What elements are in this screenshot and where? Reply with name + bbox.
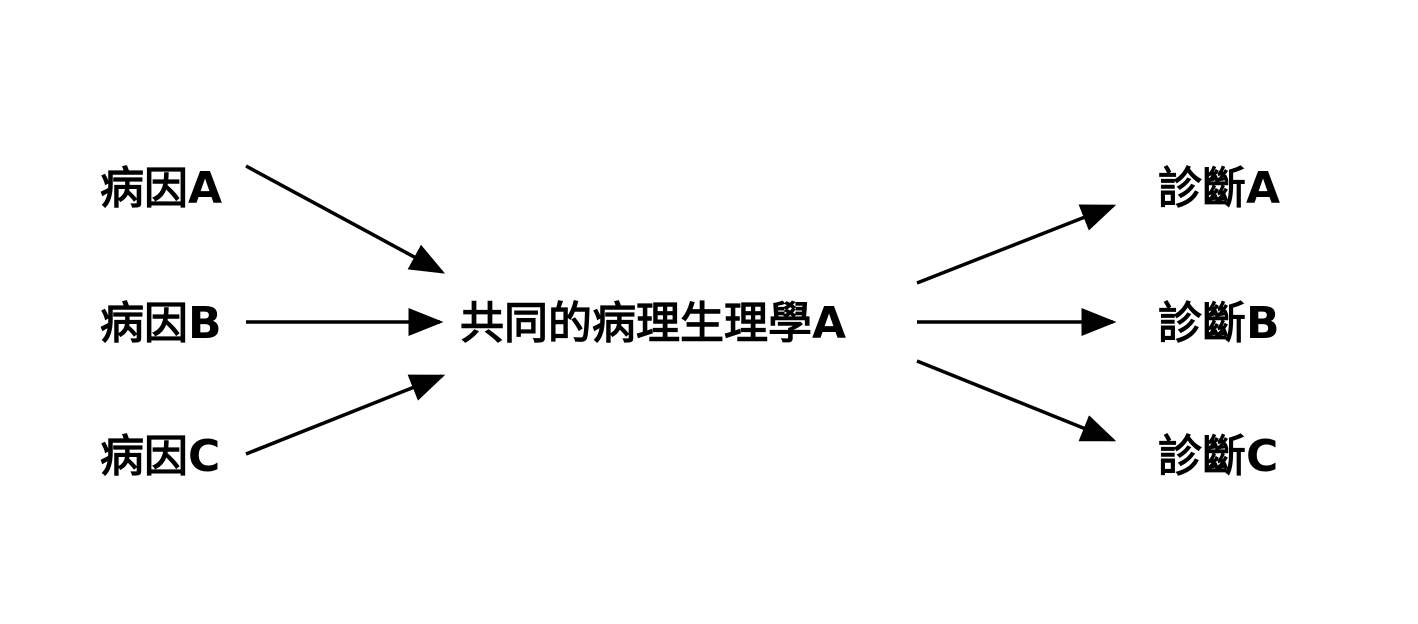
diagnosis-c-label: 診斷C <box>1158 431 1278 482</box>
arrow-cause-a-to-center <box>245 164 446 274</box>
cause-b-label: 病因B <box>100 298 222 349</box>
common-pathophysiology-label: 共同的病理生理學A <box>460 298 846 349</box>
arrow-center-to-diagnosis-a <box>916 204 1117 285</box>
arrow-cause-c-to-center <box>245 374 446 456</box>
diagnosis-a-label: 診斷A <box>1158 163 1280 214</box>
cause-c-label: 病因C <box>100 431 220 482</box>
cause-a-label: 病因A <box>100 163 222 214</box>
arrow-center-to-diagnosis-c <box>916 359 1117 442</box>
diagnosis-b-label: 診斷B <box>1158 298 1280 349</box>
